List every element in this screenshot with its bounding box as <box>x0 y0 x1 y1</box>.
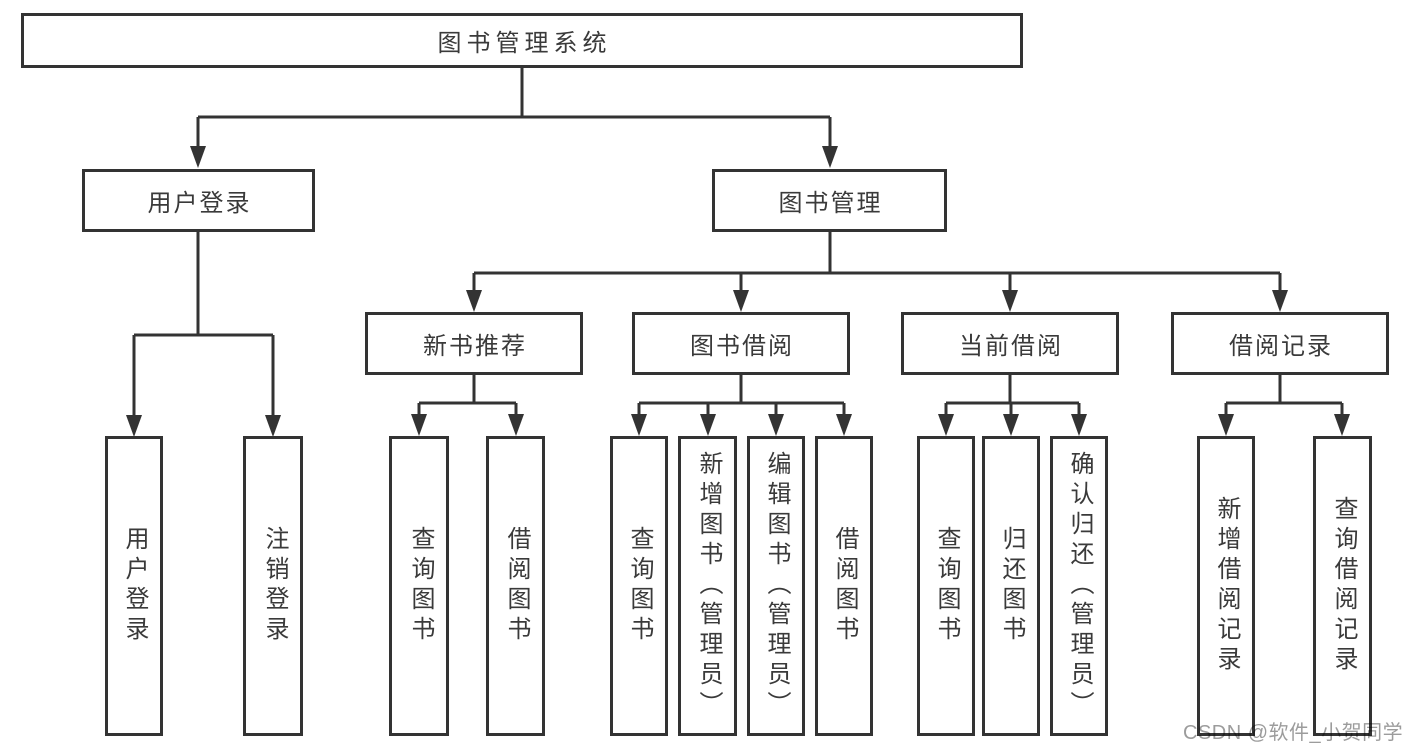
leaf-query-borrow-record: 查询借阅记录 <box>1313 436 1372 736</box>
leaf-confirm-return-admin: 确认归还（管理员） <box>1050 436 1108 736</box>
node-current-borrow: 当前借阅 <box>901 312 1119 375</box>
leaf-borrow-books: 借阅图书 <box>815 436 873 736</box>
node-user-login: 用户登录 <box>82 169 315 232</box>
leaf-user-login: 用户登录 <box>105 436 163 736</box>
node-system-root: 图书管理系统 <box>21 13 1023 68</box>
leaf-return-book: 归还图书 <box>982 436 1040 736</box>
leaf-borrow-books-recommend: 借阅图书 <box>486 436 545 736</box>
leaf-query-books-recommend: 查询图书 <box>389 436 449 736</box>
node-book-management: 图书管理 <box>712 169 947 232</box>
leaf-query-books-borrow: 查询图书 <box>610 436 668 736</box>
leaf-add-borrow-record: 新增借阅记录 <box>1197 436 1255 736</box>
leaf-query-books-current: 查询图书 <box>917 436 975 736</box>
leaf-add-book-admin: 新增图书（管理员） <box>678 436 737 736</box>
leaf-logout: 注销登录 <box>243 436 303 736</box>
csdn-watermark: CSDN @软件_小贺同学 <box>1183 722 1404 744</box>
node-borrow-records: 借阅记录 <box>1171 312 1389 375</box>
leaf-edit-book-admin: 编辑图书（管理员） <box>747 436 805 736</box>
node-new-book-recommend: 新书推荐 <box>365 312 583 375</box>
node-book-borrow: 图书借阅 <box>632 312 850 375</box>
